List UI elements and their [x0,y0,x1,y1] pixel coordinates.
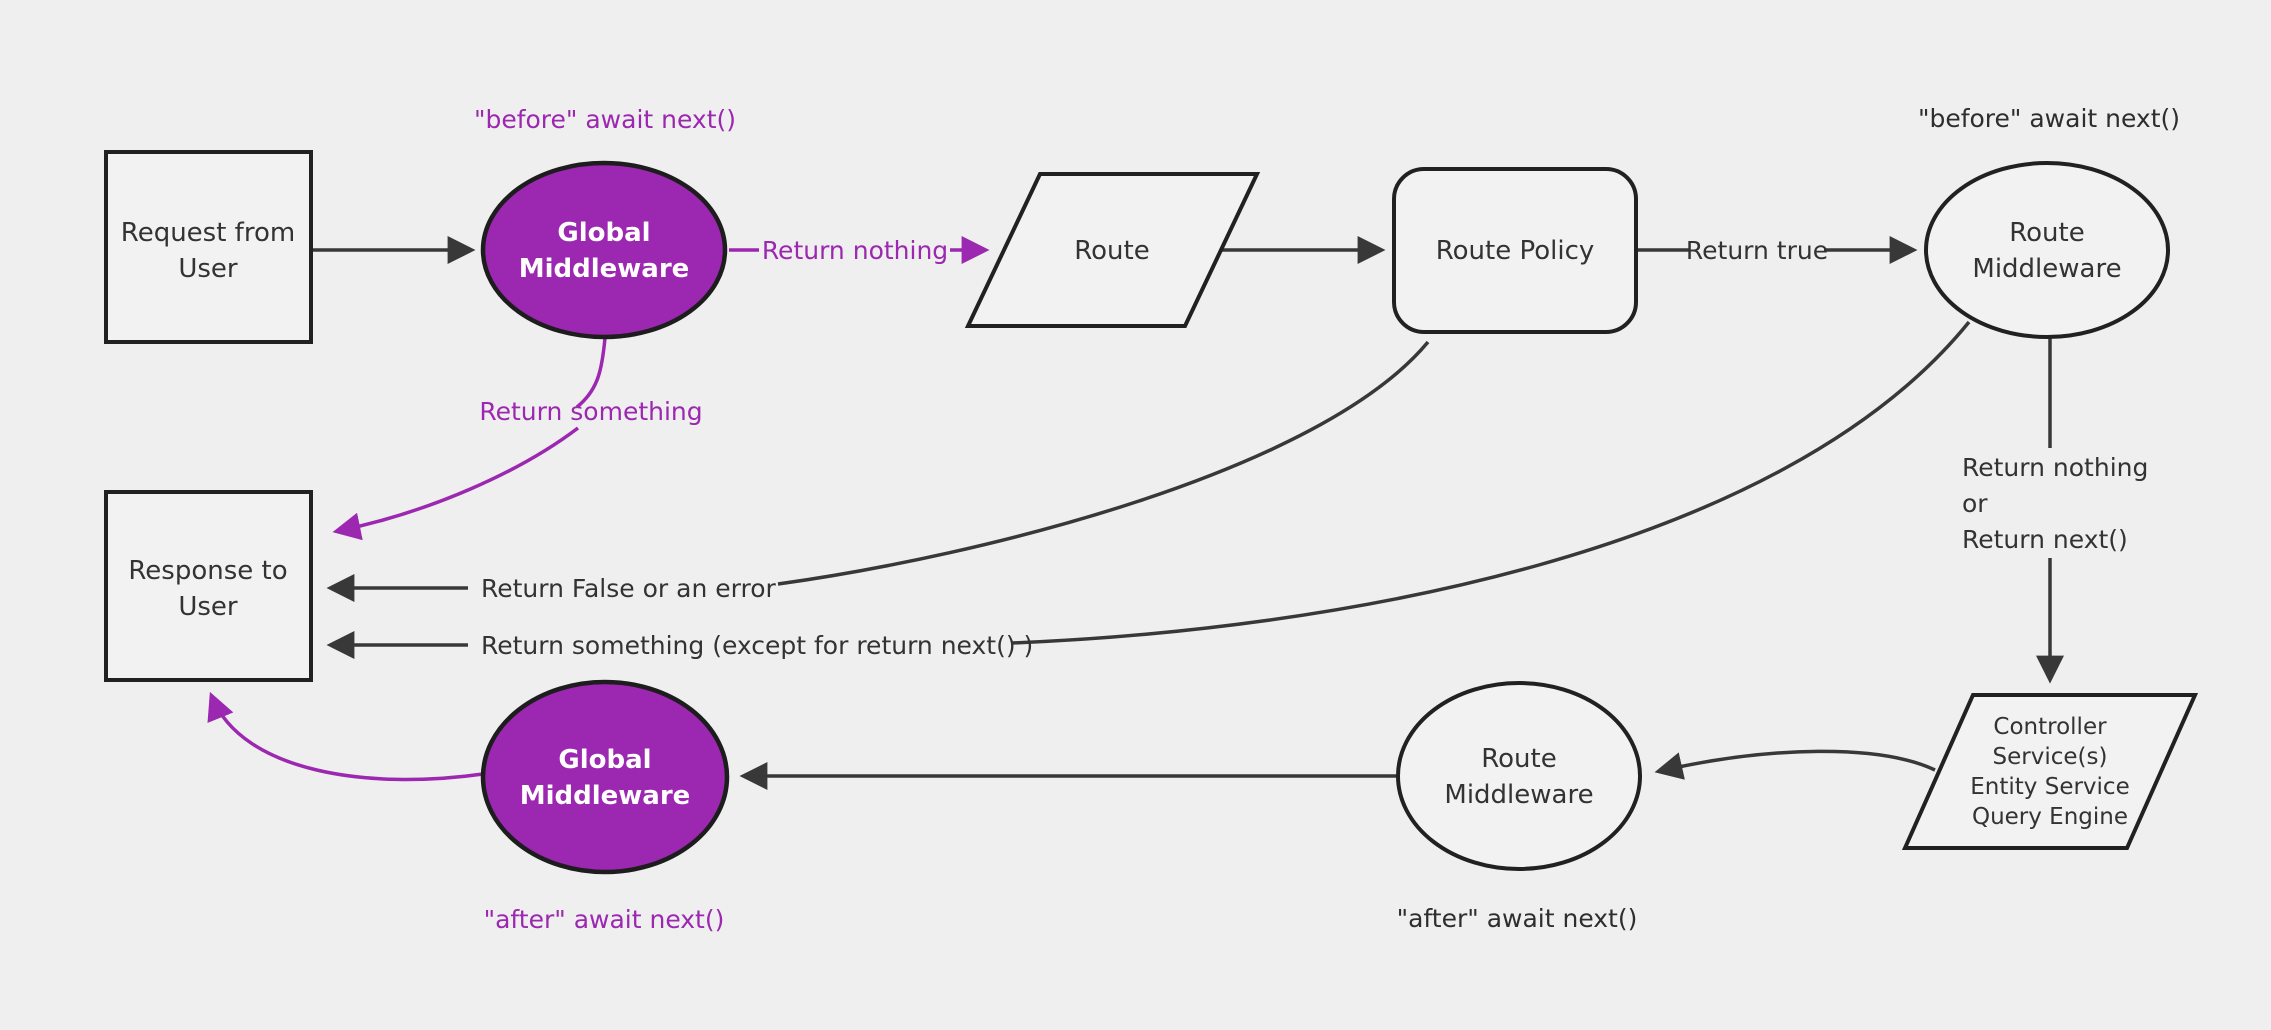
request-node-label-line1: Request from [121,218,295,248]
request-from-user-node [104,150,313,344]
route-policy-node-label: Route Policy [1436,236,1595,266]
controller-node [1901,693,2199,850]
controller-label-line2: Service(s) [1993,744,2108,770]
edge-route-middleware-to-response-curve [1011,320,1971,645]
nodes: Request from User Global Middleware Rout… [104,150,2199,875]
after-await-next-bottom-left-note: "after" await next() [484,905,725,934]
edge-global-middleware-bottom-to-response [207,691,484,782]
global-middleware-top-label-line2: Middleware [519,254,690,284]
return-nothing-or-label-line2: or [1962,489,1988,518]
controller-label-line3: Entity Service [1970,774,2129,800]
return-nothing-or-label-line1: Return nothing [1962,453,2148,482]
request-node-label-line2: User [178,254,238,284]
global-middleware-bottom-node [480,679,730,875]
before-await-next-top-right-note: "before" await next() [1918,104,2180,133]
controller-label-line1: Controller [1993,714,2107,740]
edge-labels: Return nothing Return true Return someth… [479,236,2148,660]
return-false-or-error-label: Return False or an error [481,574,776,603]
return-something-except-label: Return something (except for return next… [481,631,1033,660]
edges [207,236,2064,790]
route-middleware-bottom-label-line1: Route [1481,744,1556,774]
response-node-label-line1: Response to [128,556,287,586]
route-middleware-bottom-node [1396,681,1642,871]
edge-global-middleware-top-to-response-lower [332,426,580,541]
edge-route-policy-to-response-curve [777,340,1430,586]
return-nothing-or-label-line3: Return next() [1962,525,2128,554]
return-something-label: Return something [479,397,702,426]
route-node [964,172,1261,328]
global-middleware-bottom-label-line1: Global [558,745,651,775]
global-middleware-bottom-label-line2: Middleware [520,781,691,811]
return-nothing-label: Return nothing [762,236,948,265]
edge-global-middleware-top-to-response-upper [575,337,607,409]
global-middleware-top-node [480,160,728,340]
route-middleware-top-node [1924,161,2170,339]
route-middleware-top-label-line1: Route [2009,218,2084,248]
response-to-user-node [104,490,313,682]
edge-controller-to-route-middleware-bottom [1654,749,1936,780]
return-true-label: Return true [1686,236,1828,265]
route-middleware-top-label-line2: Middleware [1972,254,2121,284]
route-policy-node [1392,167,1638,334]
controller-label-line4: Query Engine [1972,804,2128,830]
route-middleware-bottom-label-line2: Middleware [1444,780,1593,810]
before-await-next-top-left-note: "before" await next() [474,105,736,134]
response-node-label-line2: User [178,592,238,622]
global-middleware-top-label-line1: Global [557,218,650,248]
annotations: "before" await next() "before" await nex… [474,104,2180,934]
after-await-next-bottom-middle-note: "after" await next() [1397,904,1638,933]
route-node-label: Route [1074,236,1149,266]
